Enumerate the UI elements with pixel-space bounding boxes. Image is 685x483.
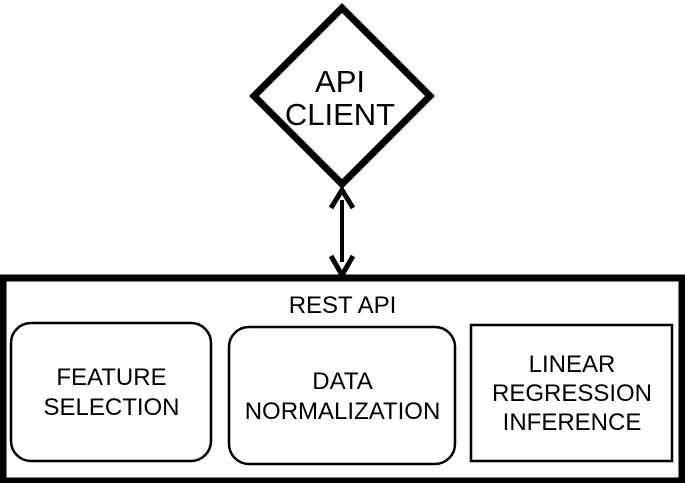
feature-selection-label-line-1: FEATURE	[56, 364, 167, 391]
feature-selection-box	[9, 321, 213, 463]
feature-selection-label-line-2: SELECTION	[43, 394, 180, 421]
connector-arrowhead-up	[328, 185, 356, 210]
linear-regression-inference-label-line-2: REGRESSION	[491, 380, 653, 407]
linear-regression-inference-label: LINEAR REGRESSION INFERENCE	[472, 326, 672, 461]
api-client-label-line-1: API	[315, 64, 365, 99]
api-client-label-line-2: CLIENT	[284, 97, 396, 132]
api-client-diamond	[249, 3, 435, 189]
data-normalization-box	[227, 325, 457, 466]
rest-api-title-text: REST API	[288, 292, 397, 319]
feature-selection-label: FEATURE SELECTION	[12, 324, 211, 462]
api-client-label: API CLIENT	[255, 58, 425, 138]
linear-regression-inference-label-line-1: LINEAR	[528, 351, 616, 378]
data-normalization-label-line-2: NORMALIZATION	[244, 397, 441, 425]
data-normalization-label: DATA NORMALIZATION	[230, 328, 455, 465]
linear-regression-inference-label-line-3: INFERENCE	[502, 409, 642, 436]
data-normalization-label-line-1: DATA	[312, 367, 373, 395]
rest-api-title: REST API	[180, 290, 505, 322]
linear-regression-inference-box	[469, 323, 674, 463]
